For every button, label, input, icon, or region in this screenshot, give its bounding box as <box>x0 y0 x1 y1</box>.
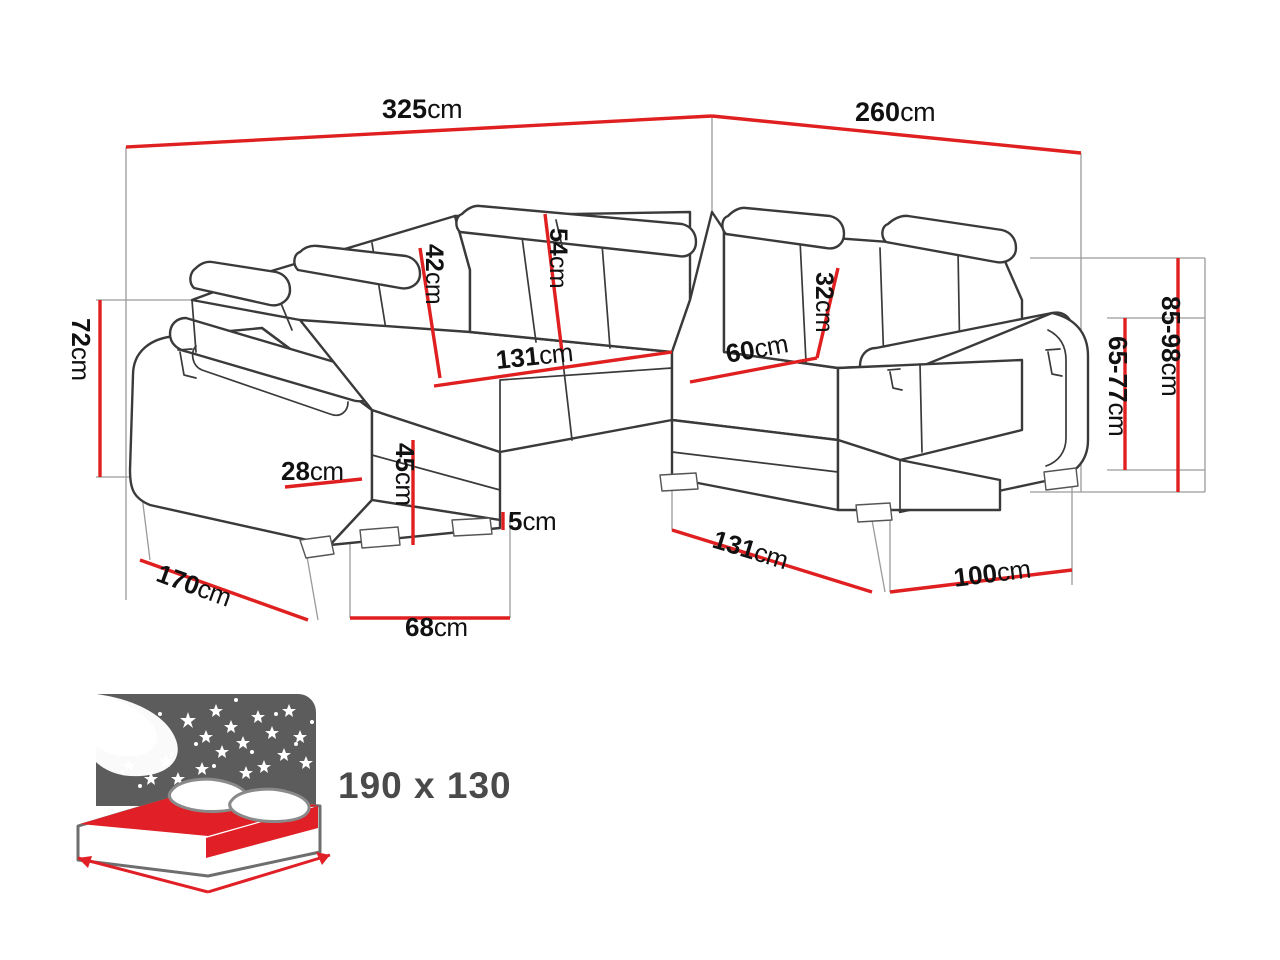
label-chaise-width: 68cm <box>405 612 468 642</box>
label-leg-height: 5cm <box>508 506 557 536</box>
leg-right-1 <box>855 502 893 523</box>
leg-chaise-3 <box>451 517 493 537</box>
label-arm-height: 72cm <box>66 318 96 381</box>
stars <box>120 698 314 788</box>
dimline-131-left <box>433 350 673 388</box>
leg-chaise-2 <box>359 526 401 549</box>
right-headrest-2 <box>881 214 1018 264</box>
dimline-32 <box>815 267 840 359</box>
right-headrest-1 <box>721 206 846 250</box>
label-total-height: 85-98cm <box>1156 296 1186 397</box>
label-overall-depth: 260cm <box>855 97 936 127</box>
leg-chaise-1 <box>299 535 335 559</box>
dimline-170 <box>139 558 309 622</box>
middle-headrest <box>455 204 698 258</box>
dimline-42 <box>418 247 442 379</box>
handle-right <box>1047 351 1063 377</box>
label-back-height: 65-77cm <box>1103 336 1133 437</box>
dimline-60 <box>689 356 818 384</box>
label-overall-width: 325cm <box>382 94 463 124</box>
left-arm-bolster <box>191 345 349 417</box>
leg-right-2 <box>1043 467 1079 491</box>
left-headrest-2 <box>293 244 422 290</box>
dimline-100 <box>889 568 1073 594</box>
label-seat-height: 45cm <box>390 443 420 506</box>
leg-corner <box>659 472 699 492</box>
dimline-260 <box>711 114 1082 155</box>
label-backrest-low: 42cm <box>420 244 448 305</box>
dimline-131-right <box>671 528 873 594</box>
handle-left <box>179 351 197 379</box>
left-headrest-1 <box>189 260 292 307</box>
right-seat-cushion <box>836 358 1024 462</box>
dimline-54 <box>543 213 564 353</box>
pillow-front <box>228 787 311 823</box>
dimline-28 <box>284 477 363 489</box>
sleeping-area-icon <box>76 694 331 894</box>
dimline-325 <box>125 114 713 149</box>
sleeping-area-label: 190 x 130 <box>338 765 512 806</box>
bed-arrow-right <box>207 853 331 894</box>
right-seat-front <box>836 438 1002 512</box>
handle-corner <box>889 371 903 391</box>
sofa-illustration <box>128 204 1090 559</box>
label-armrest-width: 28cm <box>281 456 344 486</box>
label-backrest-high: 54cm <box>544 228 572 289</box>
label-backrest-side: 32cm <box>810 272 838 333</box>
dimension-lines <box>98 114 1180 622</box>
bed-arrow-left <box>77 856 209 894</box>
